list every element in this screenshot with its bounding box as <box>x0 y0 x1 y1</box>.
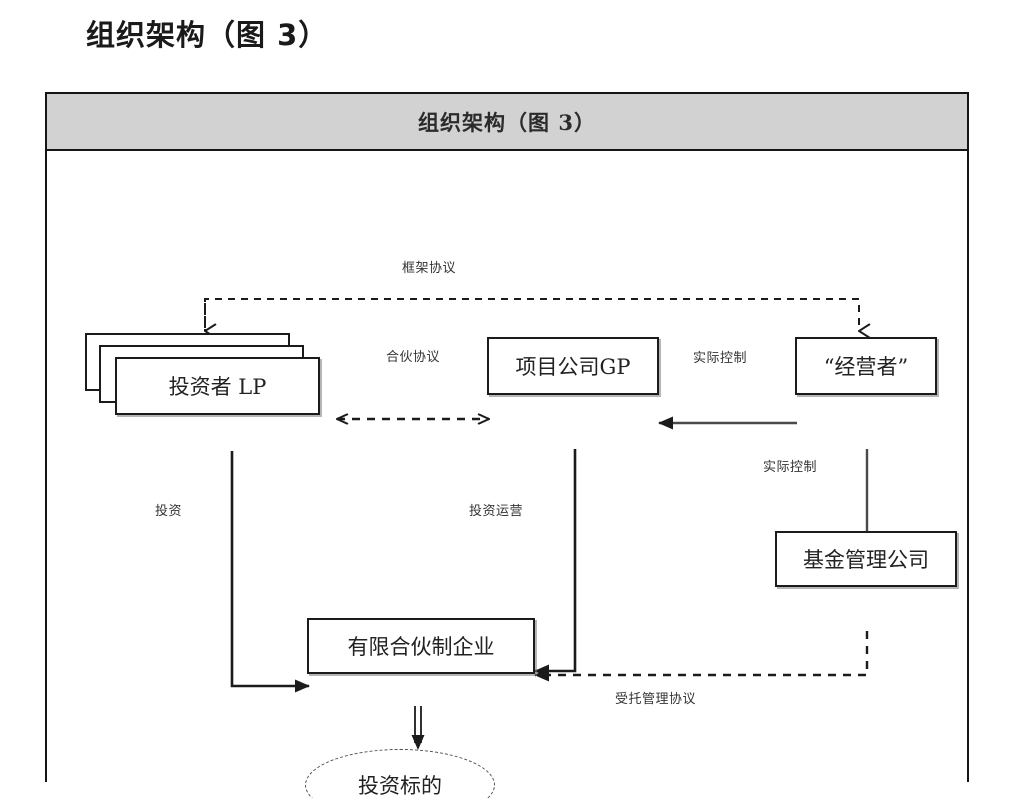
node-investment-target-label: 投资标的 <box>358 774 442 798</box>
edge-label-entrusted-management-agreement: 受托管理协议 <box>612 688 700 707</box>
edge-label-actual-control-gp: 实际控制 <box>690 347 751 366</box>
edge-framework-agreement <box>204 298 859 341</box>
node-fund-management-company[interactable]: 基金管理公司 <box>775 531 957 587</box>
panel-header: 组织架构（图 3） <box>47 94 967 151</box>
edge-investment-operation <box>534 449 577 678</box>
page-title: 组织架构（图 3） <box>86 18 329 52</box>
node-limited-partnership[interactable]: 有限合伙制企业 <box>307 618 535 674</box>
node-operator[interactable]: “经营者” <box>795 337 937 395</box>
edge-label-partnership-agreement: 合伙协议 <box>383 346 444 365</box>
node-project-company-gp-label: 项目公司GP <box>515 355 631 379</box>
connector-layer: GP (bidirectional dashed) --> <box>204 298 874 750</box>
node-investor-lp[interactable]: 投资者 LP <box>115 357 320 415</box>
node-investor-lp-label: 投资者 LP <box>168 375 267 399</box>
panel-header-title: 组织架构（图 3） <box>418 109 596 135</box>
edge-to-target <box>411 706 425 750</box>
edge-label-actual-control-fundmgr: 实际控制 <box>760 456 821 475</box>
node-fund-management-company-label: 基金管理公司 <box>803 548 929 572</box>
edge-label-investment-operation: 投资运营 <box>466 500 527 519</box>
node-limited-partnership-label: 有限合伙制企业 <box>347 635 495 659</box>
node-investment-target[interactable]: 投资标的 <box>305 749 495 798</box>
diagram-canvas: GP (bidirectional dashed) --> <box>47 151 967 798</box>
node-operator-label: “经营者” <box>823 355 909 379</box>
edge-investment <box>230 451 310 693</box>
node-project-company-gp[interactable]: 项目公司GP <box>487 337 659 395</box>
edge-entrusted-management-agreement <box>534 631 869 682</box>
edge-label-framework-agreement: 框架协议 <box>399 257 460 276</box>
diagram-panel: 组织架构（图 3） <box>45 92 969 798</box>
edge-label-investment: 投资 <box>152 500 186 519</box>
